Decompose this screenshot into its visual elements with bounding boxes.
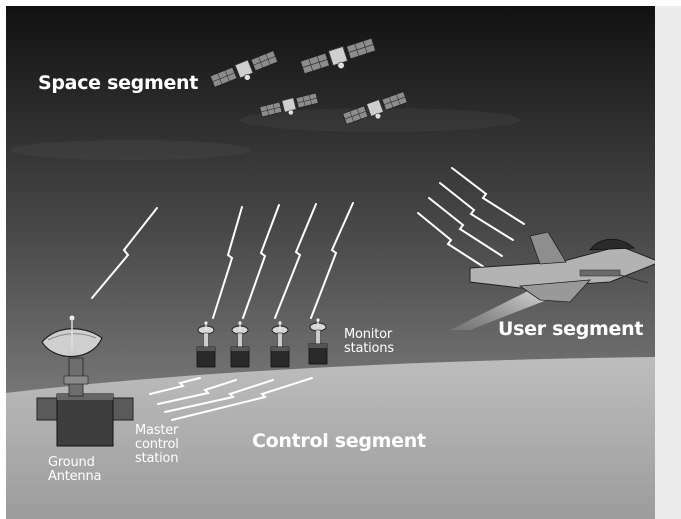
master-control-station-label: Master control station [135,424,179,466]
space-segment-label: Space segment [38,72,199,94]
link-station-4 [171,377,313,421]
master-control-line-2: control [135,437,179,452]
master-control-line-1: Master [135,423,179,438]
link-station-2 [157,379,237,405]
dish-antenna-icon [36,315,134,447]
cloud [240,108,520,132]
cloud [10,140,250,160]
signal-to-station-4 [310,202,354,319]
link-station-1 [149,377,201,395]
signal-to-aircraft-3 [428,197,503,257]
monitor-stations-label: Monitor stations [344,328,394,356]
ground-antenna-label: Ground Antenna [48,456,101,484]
fighter-jet-icon [450,231,662,330]
downlink-signals [91,202,354,319]
ground-surface [6,357,655,519]
ground-antenna-line-1: Ground [48,455,95,470]
signal-to-station-3 [274,203,317,319]
ground-links [149,377,313,421]
signal-to-aircraft-4 [417,212,491,272]
control-segment-label: Control segment [252,430,426,452]
link-station-3 [164,379,274,413]
ground-antenna-line-2: Antenna [48,469,102,484]
monitor-stations-line-2: stations [344,341,394,356]
signal-to-aircraft-2 [439,182,514,241]
side-panel [655,6,681,519]
signal-to-ground-antenna [91,207,158,299]
user-segment-label: User segment [498,318,644,340]
afterburner-flame [450,285,552,330]
master-control-line-3: station [135,451,179,466]
signal-to-aircraft-1 [451,167,525,225]
user-signals [417,167,525,272]
signal-to-station-2 [242,204,280,319]
signal-to-station-1 [212,206,243,319]
monitor-stations-line-1: Monitor [344,327,393,342]
